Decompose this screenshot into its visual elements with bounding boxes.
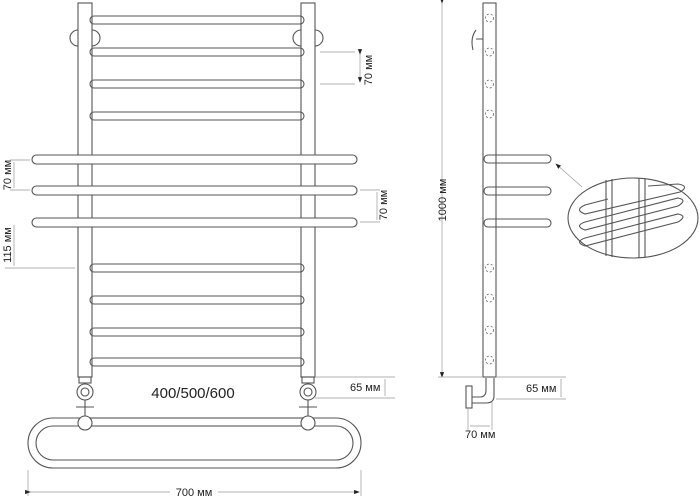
bar-end-circle	[485, 79, 494, 89]
side-bracket-icon	[471, 29, 483, 51]
short-bar	[89, 327, 305, 337]
bar-end-circle	[485, 109, 494, 119]
right-valve-icon	[299, 376, 317, 416]
front-right-spacing-label: 70 мм	[378, 190, 390, 220]
short-bar	[89, 111, 305, 121]
bar-detail-callout	[567, 177, 699, 259]
detail-pointer	[555, 163, 583, 188]
bar-end-circle	[485, 263, 494, 273]
bottom-loop-inner	[35, 425, 354, 461]
width-options-label: 400/500/600	[151, 385, 234, 402]
side-view: 1000 мм 65 мм 70 мм	[437, 0, 699, 441]
bar-end-circle	[485, 293, 494, 303]
short-bar	[89, 47, 305, 57]
left-valve-icon	[76, 376, 94, 416]
front-bottom-offset-label: 65 мм	[350, 382, 380, 394]
wide-bars	[31, 154, 358, 228]
bar-end-circle	[485, 325, 494, 335]
bar-end-circle	[485, 13, 494, 23]
short-bar	[89, 357, 305, 367]
short-bar	[89, 15, 305, 25]
bar-end-circle	[485, 47, 494, 57]
wide-bar	[31, 185, 358, 196]
bar-ends	[485, 13, 494, 365]
front-gap-label: 115 мм	[2, 227, 14, 263]
short-bar	[89, 79, 305, 89]
front-left-spacing-label: 70 мм	[2, 160, 14, 190]
short-bars	[89, 15, 305, 367]
front-view: 70 мм 70 мм 70 мм 115 мм 65 мм 400/500/6…	[2, 2, 395, 499]
short-bar	[89, 295, 305, 305]
wall-bracket-icon	[69, 29, 324, 47]
wide-bar	[31, 154, 358, 165]
side-post	[482, 2, 497, 378]
side-wall-offset-label: 70 мм	[465, 429, 495, 441]
short-bar	[89, 263, 305, 273]
side-valve-icon	[472, 378, 495, 404]
total-width-label: 700 мм	[176, 487, 213, 499]
front-top-spacing-label: 70 мм	[363, 55, 375, 85]
bar-end-circle	[485, 355, 494, 365]
side-bottom-offset-label: 65 мм	[526, 383, 556, 395]
wide-bar	[31, 217, 358, 228]
height-label: 1000 мм	[437, 179, 449, 222]
